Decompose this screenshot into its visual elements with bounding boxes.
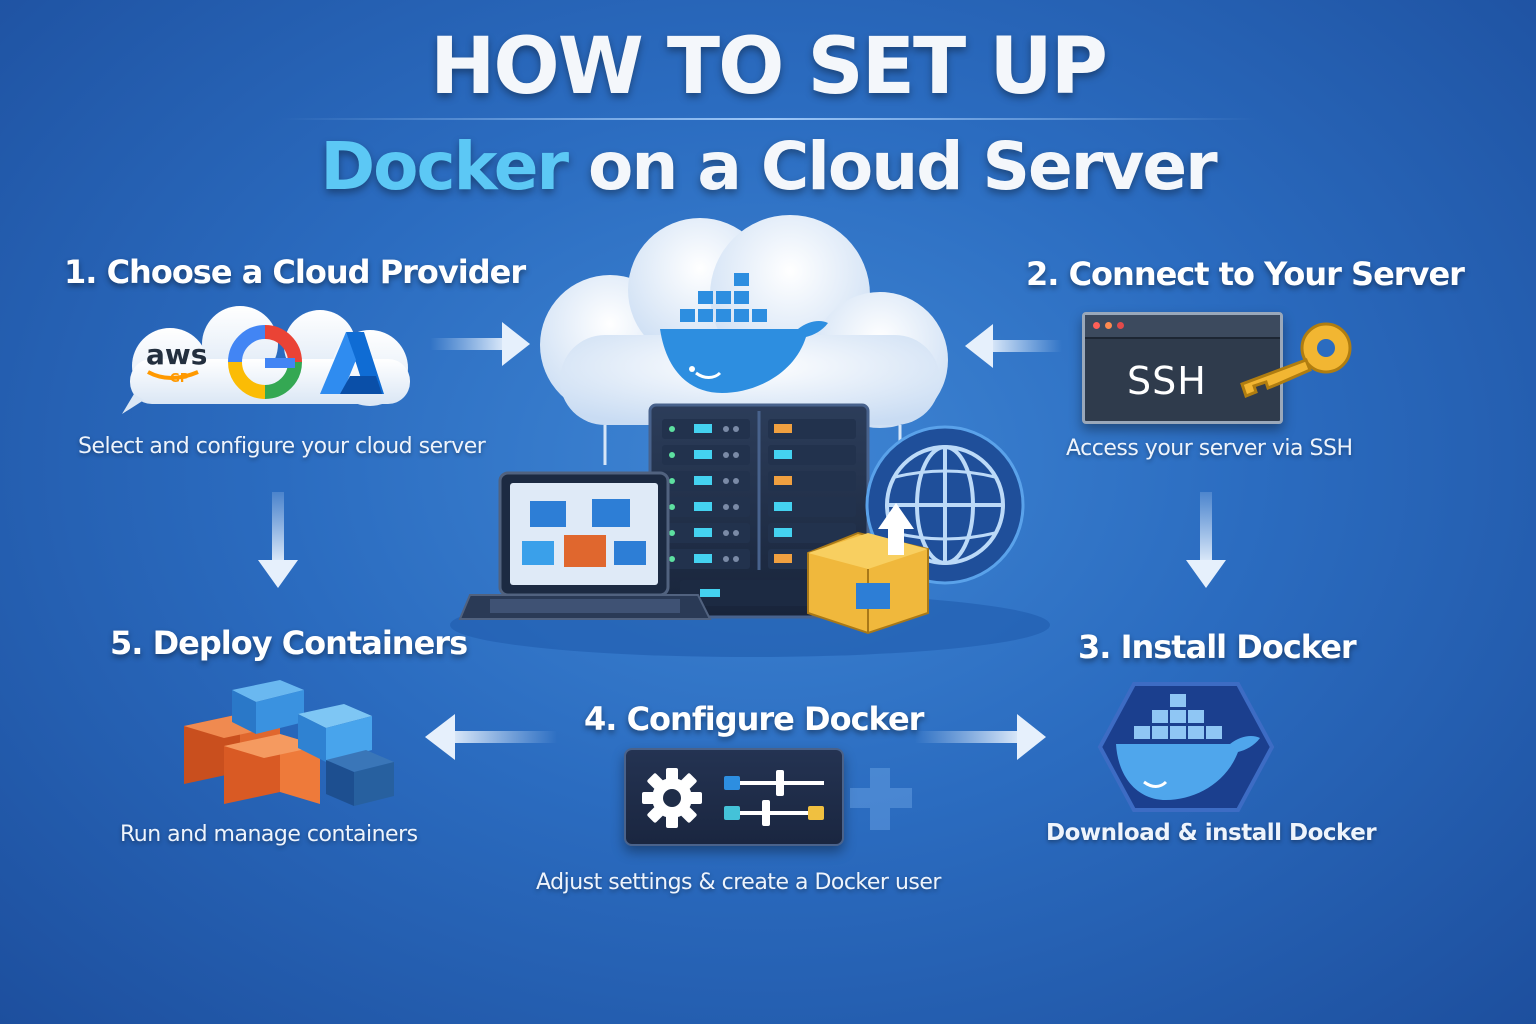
window-dot-icon	[1093, 322, 1100, 329]
aws-sub-text: GP	[170, 371, 189, 385]
key-icon	[1240, 322, 1352, 398]
cloud-providers-icon: aws GP	[122, 306, 410, 414]
step-3-title: 3. Install Docker	[1078, 628, 1357, 666]
arrow-down-icon	[258, 492, 298, 588]
ssh-label: SSH	[1127, 359, 1207, 403]
page-subtitle: Docker on a Cloud Server	[0, 128, 1536, 205]
step-5-description: Run and manage containers	[120, 822, 418, 847]
google-cloud-icon	[228, 325, 302, 399]
step-2-title: 2. Connect to Your Server	[1026, 255, 1465, 293]
step-1-title: 1. Choose a Cloud Provider	[64, 253, 526, 291]
arrow-right-icon	[915, 714, 1046, 760]
step-5-title: 5. Deploy Containers	[110, 624, 468, 662]
step-2-description: Access your server via SSH	[1066, 436, 1353, 461]
title-divider	[280, 118, 1256, 120]
subtitle-accent: Docker	[320, 128, 569, 205]
window-dot-icon	[1117, 322, 1124, 329]
step-4-title: 4. Configure Docker	[584, 700, 924, 738]
aws-logo-text: aws	[146, 338, 207, 371]
container-stack-icon	[184, 680, 394, 806]
subtitle-rest: on a Cloud Server	[588, 128, 1218, 205]
step-1-description: Select and configure your cloud server	[78, 434, 486, 459]
arrow-down-icon	[1186, 492, 1226, 588]
configure-panel	[624, 748, 844, 846]
step-3-description: Download & install Docker	[1046, 820, 1377, 846]
terminal-titlebar	[1085, 315, 1280, 339]
arrow-left-icon	[425, 714, 557, 760]
page-title: HOW TO SET UP	[430, 22, 1108, 112]
plus-decoration-icon	[850, 768, 912, 830]
ssh-terminal-window: SSH	[1082, 312, 1283, 424]
step-4-description: Adjust settings & create a Docker user	[536, 870, 941, 895]
azure-icon	[320, 332, 384, 394]
docker-whale-hexagon-icon	[1097, 682, 1275, 812]
gear-icon	[642, 768, 702, 828]
cloud-docker-server-icon	[450, 215, 1050, 657]
window-dot-icon	[1105, 322, 1112, 329]
sliders-icon	[724, 770, 824, 826]
